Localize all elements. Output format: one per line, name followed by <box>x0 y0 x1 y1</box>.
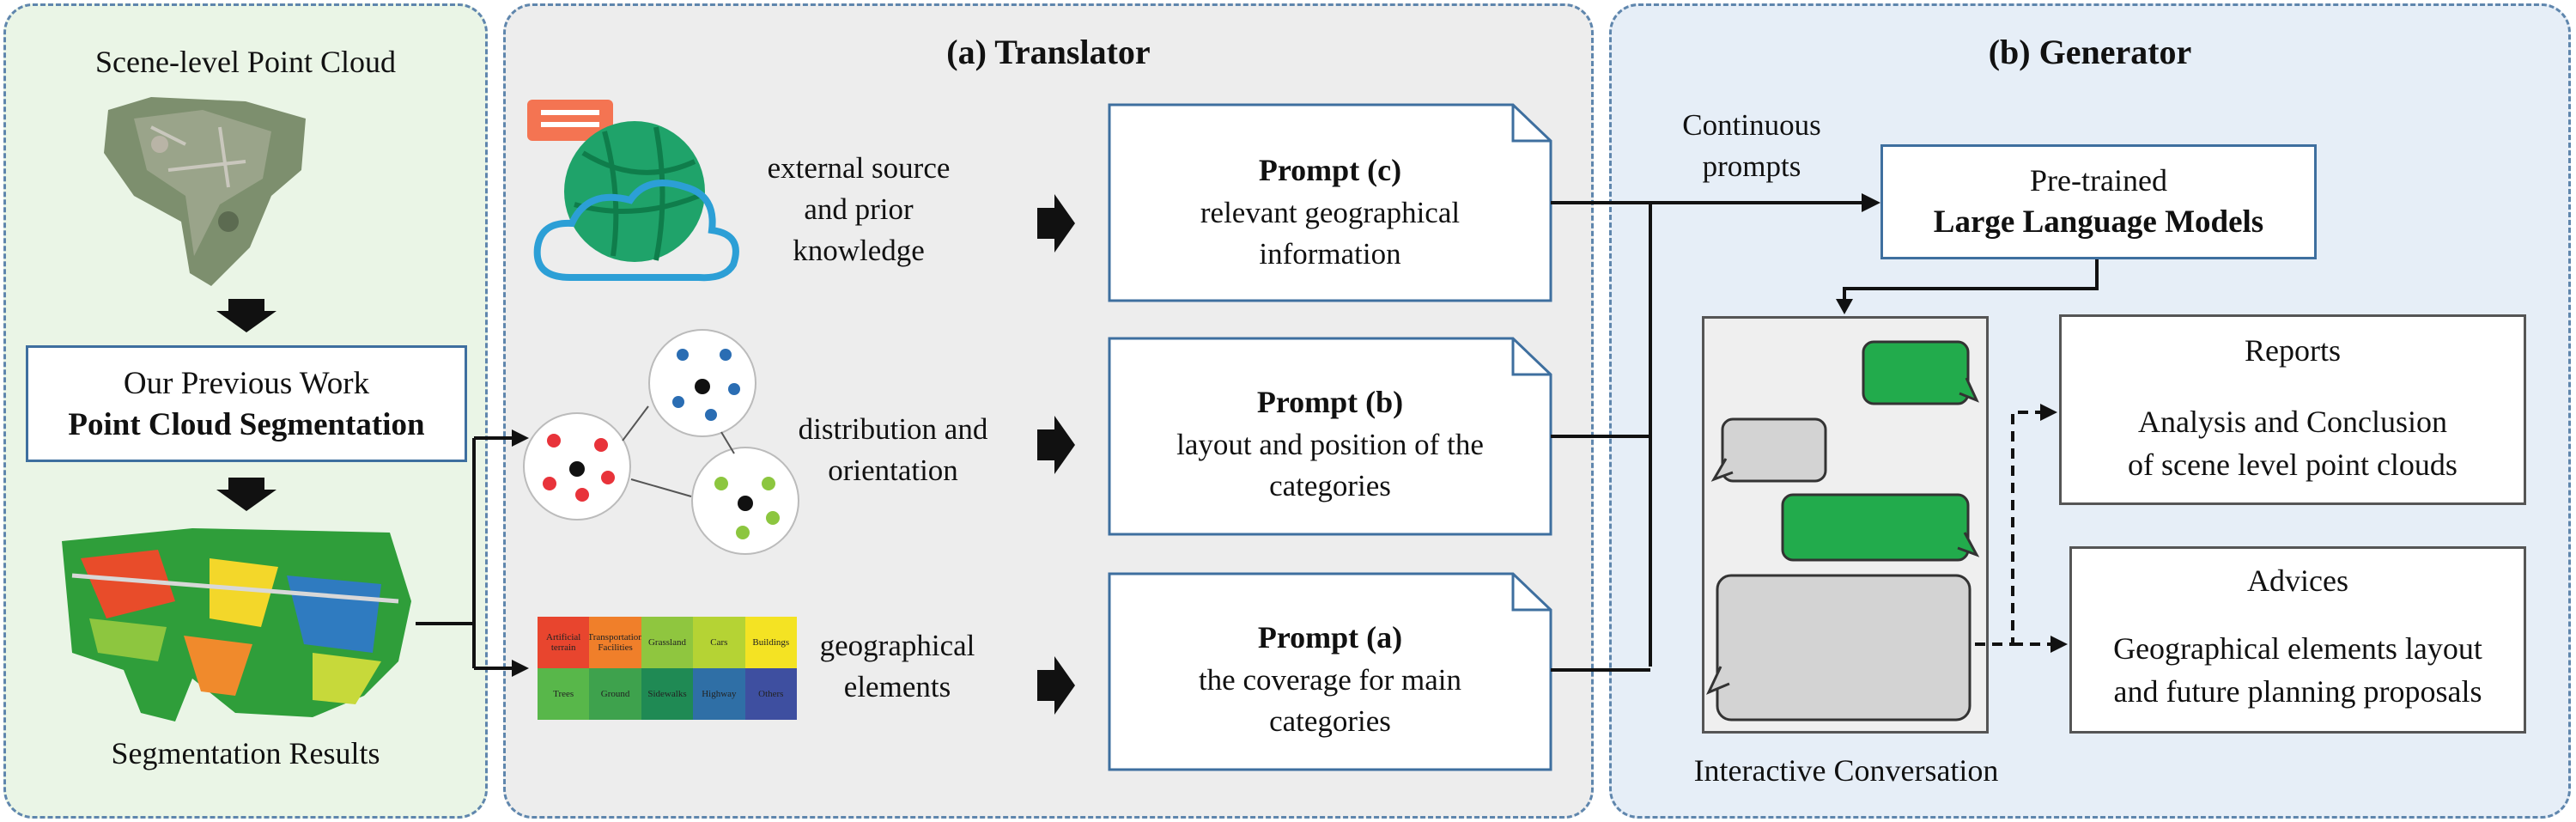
segmentation-result-image <box>62 528 411 722</box>
legend-cell: Ground <box>589 668 641 720</box>
legend-cell: Artificial terrain <box>538 617 590 668</box>
llm-line2: Large Language Models <box>1933 204 2264 240</box>
advices-box <box>2069 546 2526 734</box>
llm-line1: Pre-trained <box>2030 163 2167 198</box>
chat-bubble-gray-1 <box>1710 417 1827 483</box>
advices-text: Geographical elements layout and future … <box>2113 631 2482 709</box>
chat-bubble-gray-2 <box>1706 574 1971 722</box>
legend-cell: Sidewalks <box>641 668 694 720</box>
scene-title: Scene-level Point Cloud <box>95 45 396 79</box>
continuous-prompts-label: Continuous prompts <box>1682 108 1821 183</box>
prompt-c-text: relevant geographical information <box>1200 196 1461 271</box>
prompt-b-text: layout and position of the categories <box>1176 428 1484 502</box>
generator-title: (b) Generator <box>1988 33 2192 71</box>
previous-work-line1: Our Previous Work <box>123 366 370 401</box>
previous-work-box <box>26 345 467 462</box>
scene-point-cloud-image <box>104 97 306 286</box>
conversation-label: Interactive Conversation <box>1693 753 1999 788</box>
prompt-a-text: the coverage for main categories <box>1198 663 1462 738</box>
globe-cloud-icon <box>527 100 739 282</box>
legend-cell: Highway <box>693 668 745 720</box>
translator-title: (a) Translator <box>946 33 1151 71</box>
source-text-a: geographical elements <box>819 629 975 703</box>
prompt-b-title: Prompt (b) <box>1256 385 1404 419</box>
cluster-diagram-icon <box>523 329 799 555</box>
chat-bubble-green-1 <box>1862 340 1979 405</box>
chat-bubble-green-2 <box>1781 493 1980 562</box>
right-arrow-b <box>1037 416 1075 474</box>
down-arrow-1 <box>216 299 276 332</box>
reports-box <box>2059 314 2526 505</box>
legend-cell: Others <box>744 668 797 720</box>
legend-cell: Trees <box>538 668 590 720</box>
prompt-a-title: Prompt (a) <box>1257 620 1403 655</box>
legend-cell: Transportation Facilities <box>589 617 641 668</box>
down-arrow-2 <box>216 478 276 511</box>
llm-box <box>1880 144 2317 259</box>
reports-title: Reports <box>2245 333 2341 368</box>
legend-cell: Cars <box>693 617 745 668</box>
right-arrow-c <box>1037 194 1075 253</box>
prompt-c-title: Prompt (c) <box>1258 153 1402 187</box>
results-title: Segmentation Results <box>111 736 380 770</box>
source-text-c: external source and prior knowledge <box>767 151 951 267</box>
previous-work-line2: Point Cloud Segmentation <box>68 407 425 442</box>
reports-text: Analysis and Conclusion of scene level p… <box>2128 405 2458 482</box>
source-text-b: distribution and orientation <box>798 412 988 487</box>
right-arrow-a <box>1037 656 1075 715</box>
legend-cell: Grassland <box>641 617 694 668</box>
legend-cell: Buildings <box>744 617 797 668</box>
advices-title: Advices <box>2247 563 2348 598</box>
